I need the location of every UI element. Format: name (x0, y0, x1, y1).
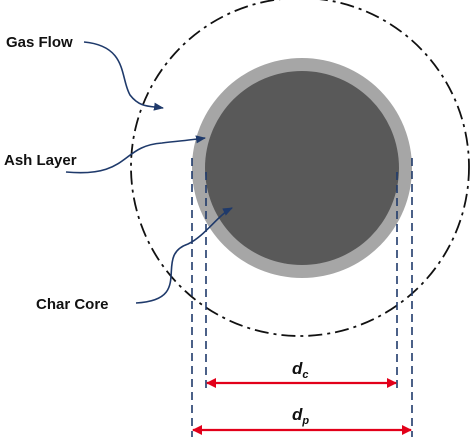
leader-char-core (135, 207, 233, 304)
dimension-subscript-particle: p (301, 415, 309, 427)
dimension-symbol-particle: d (292, 405, 303, 424)
leader-gas-flow (83, 41, 164, 111)
label-gas-flow: Gas Flow (6, 34, 73, 51)
dimension-label-particle: dp (292, 405, 309, 427)
gas-boundary-circle (130, 0, 470, 337)
leader-ash-layer (65, 135, 206, 174)
dimension-label-core: dc (292, 359, 309, 381)
label-ash-layer: Ash Layer (4, 152, 77, 169)
dimension-subscript-core: c (302, 369, 308, 381)
char-core-circle (205, 71, 399, 265)
label-char-core: Char Core (36, 296, 109, 313)
dimension-symbol-core: d (292, 359, 303, 378)
